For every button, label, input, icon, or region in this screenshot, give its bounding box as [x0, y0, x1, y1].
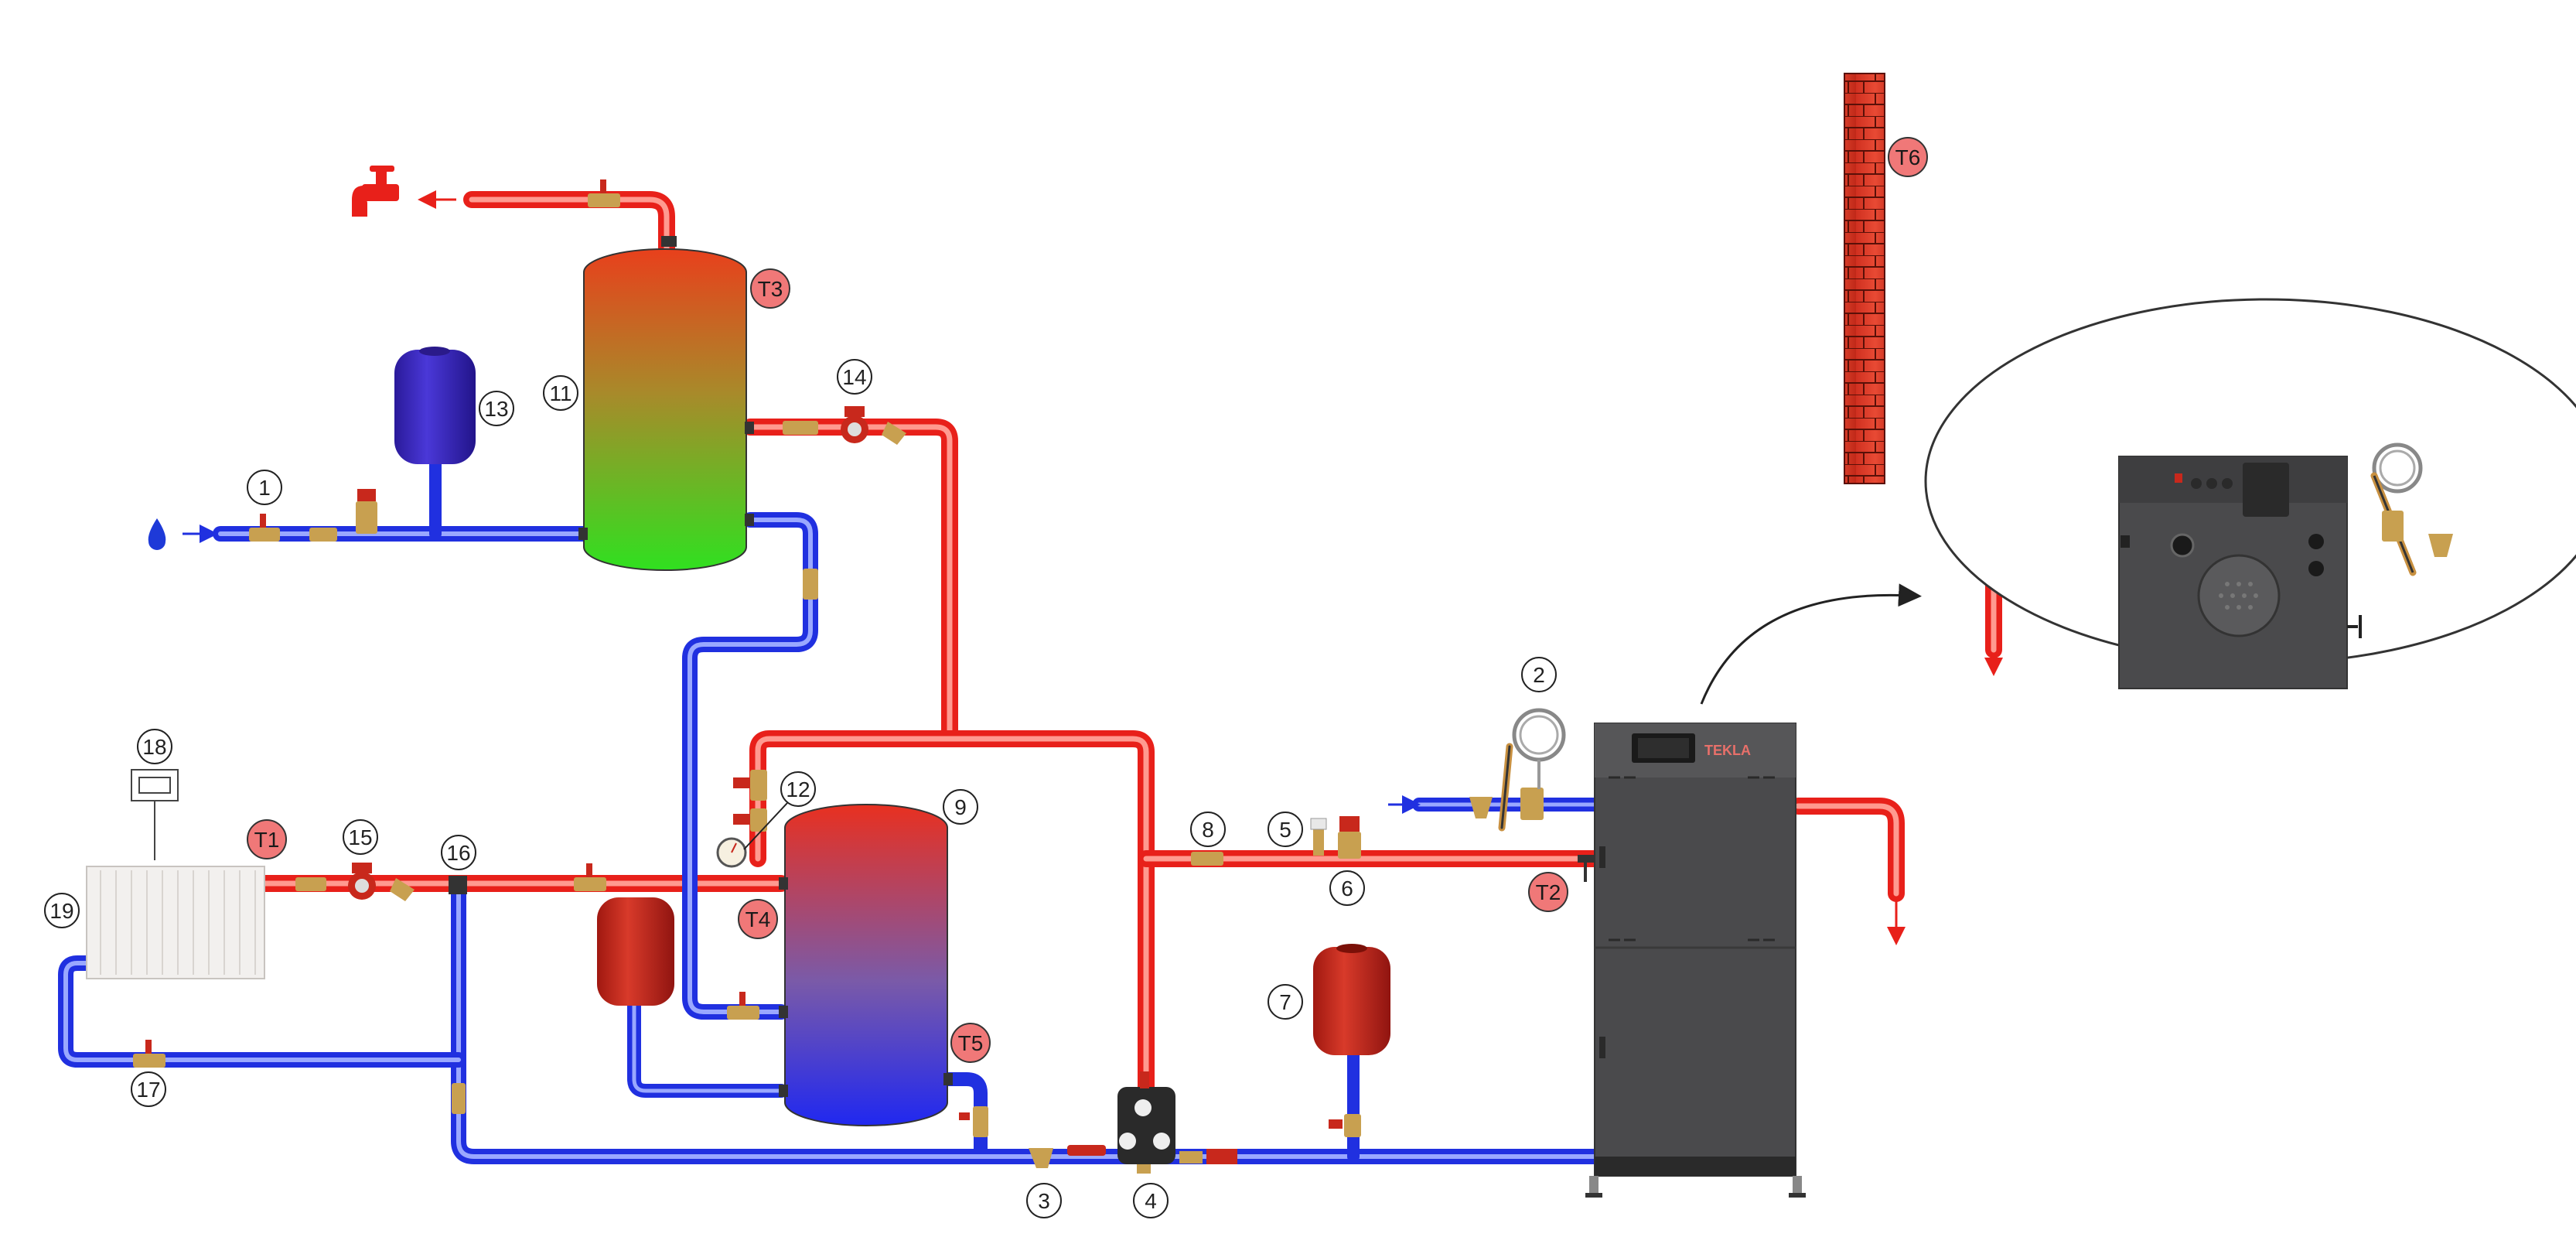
sensor-t1: T1	[247, 819, 287, 859]
sensor-t5: T5	[950, 1023, 991, 1063]
svg-text:11: 11	[549, 381, 571, 405]
label-11: 11	[543, 375, 578, 411]
svg-text:17: 17	[136, 1078, 160, 1102]
svg-text:8: 8	[1202, 818, 1214, 842]
label-13: 13	[479, 391, 514, 426]
sensor-t2: T2	[1528, 872, 1568, 912]
cold-pipes	[58, 458, 2497, 1164]
svg-text:T4: T4	[746, 907, 771, 931]
sensor-t4: T4	[738, 899, 778, 939]
svg-text:T1: T1	[254, 828, 280, 852]
svg-text:6: 6	[1341, 876, 1353, 900]
svg-text:T5: T5	[958, 1031, 984, 1055]
svg-text:12: 12	[786, 777, 810, 801]
label-7: 7	[1268, 984, 1303, 1020]
svg-text:T3: T3	[758, 277, 783, 301]
svg-text:13: 13	[484, 397, 508, 421]
numbered-labels: 1 2 3 4 5 6 7 8 9 11 12 13 14 15 16 17 1…	[44, 359, 1557, 1218]
expansion-vessel-7	[1313, 944, 1390, 1055]
label-12: 12	[743, 771, 816, 850]
boiler-brand-label: TEKLA	[1704, 743, 1751, 758]
label-4: 4	[1133, 1183, 1169, 1218]
buffer-tank-9	[779, 804, 953, 1126]
chimney-wall	[1844, 73, 1885, 484]
label-3: 3	[1026, 1183, 1062, 1218]
radiator-19	[86, 866, 265, 979]
svg-text:3: 3	[1038, 1189, 1050, 1213]
label-9: 9	[943, 789, 978, 825]
label-1: 1	[247, 470, 282, 505]
svg-text:15: 15	[348, 825, 372, 849]
svg-text:9: 9	[954, 795, 967, 819]
boiler: TEKLA	[1578, 723, 1806, 1198]
expansion-vessel-heating	[597, 897, 674, 1006]
expansion-vessel-13	[394, 347, 476, 464]
label-16: 16	[441, 835, 476, 870]
svg-text:18: 18	[142, 735, 166, 759]
svg-text:19: 19	[49, 899, 73, 923]
svg-text:T6: T6	[1895, 145, 1921, 169]
room-thermostat-18	[131, 769, 179, 860]
water-tap-icon	[352, 166, 399, 217]
sensor-t3: T3	[750, 268, 790, 309]
fittings	[133, 179, 1566, 1174]
label-8: 8	[1190, 812, 1226, 847]
svg-text:16: 16	[446, 841, 470, 865]
dhw-tank-11	[578, 236, 754, 571]
water-drop-icon	[148, 518, 166, 550]
svg-text:5: 5	[1279, 818, 1291, 842]
label-18: 18	[137, 729, 172, 764]
sensor-labels: T1 T2 T3 T4 T5 T6	[247, 137, 1928, 1063]
label-14: 14	[837, 359, 872, 395]
label-6: 6	[1329, 870, 1365, 906]
label-19: 19	[44, 893, 80, 928]
label-15: 15	[343, 819, 378, 855]
svg-text:14: 14	[842, 365, 866, 389]
svg-text:1: 1	[258, 476, 271, 500]
svg-text:2: 2	[1533, 663, 1545, 687]
label-5: 5	[1268, 812, 1303, 847]
detail-inset	[1700, 298, 2576, 705]
svg-text:T2: T2	[1536, 880, 1561, 904]
label-2: 2	[1521, 657, 1557, 692]
label-17: 17	[131, 1071, 166, 1107]
svg-text:7: 7	[1279, 990, 1291, 1014]
sensor-t6: T6	[1888, 137, 1928, 177]
svg-text:4: 4	[1145, 1189, 1157, 1213]
